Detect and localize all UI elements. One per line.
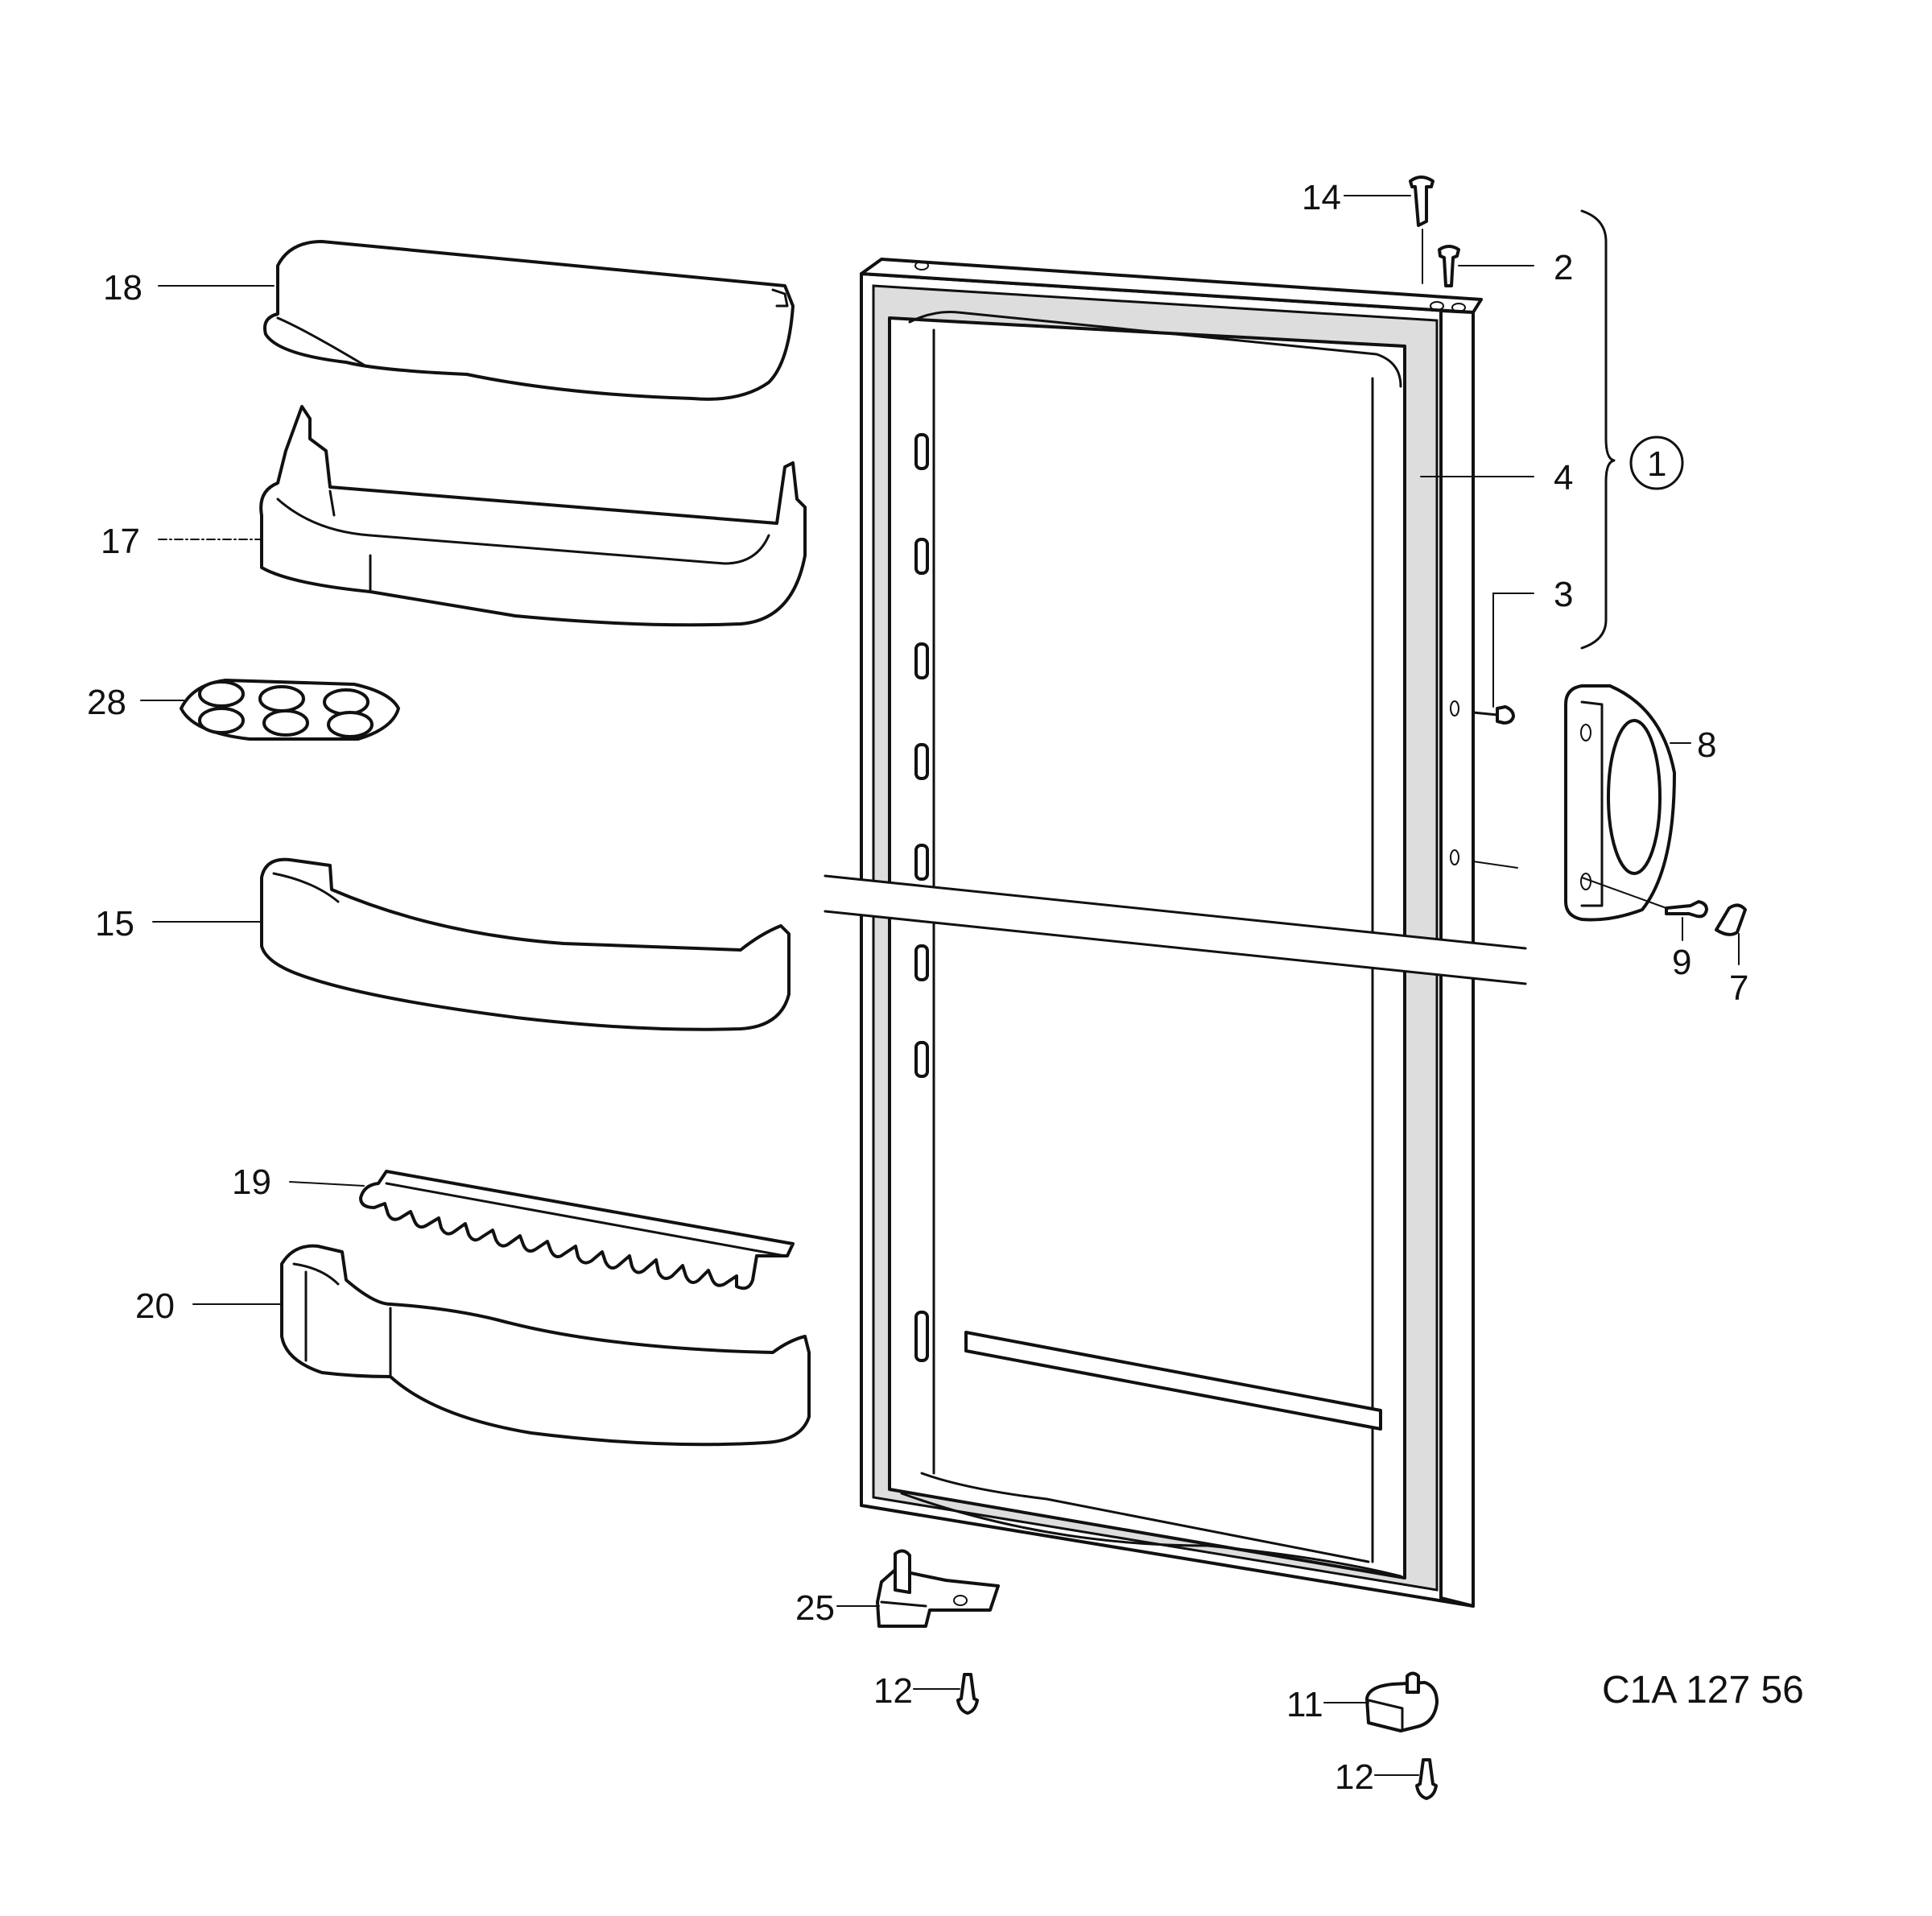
callout-20: 20 [135,1286,175,1326]
top-hole [1430,301,1444,311]
slot [914,1041,929,1078]
liner-rim-top [908,311,1402,388]
part-17-door-shelf [259,405,807,627]
leader-lines [140,195,1740,1776]
leader-8b [1581,877,1667,909]
door-inner-liner [888,316,1406,1579]
part-9-screw [1665,900,1708,919]
part-15-door-shelf [260,857,791,1031]
leader-19 [289,1181,365,1187]
part-25-lower-hinge [876,1549,1000,1628]
callout-1-circle [1629,436,1684,490]
liner-bottom-rim [920,1472,1370,1563]
side-hole [1450,849,1459,865]
callout-1: 1 [1647,444,1666,484]
part-28-egg-tray [180,679,400,741]
callout-8: 8 [1697,725,1716,765]
callout-12b: 12 [1335,1757,1374,1797]
liner-bottom-curve [900,1492,1402,1578]
part-14-hinge-pin [1409,175,1435,284]
callout-11: 11 [1286,1685,1323,1724]
door-rail [964,1331,1382,1431]
break-line-bottom [824,910,1527,985]
door-top-face [860,258,1483,314]
callout-19: 19 [232,1162,271,1202]
callout-17: 17 [101,522,140,561]
leader-3 [1492,593,1534,708]
group-bracket [1580,209,1616,650]
part-20-bottle-shelf [280,1244,811,1447]
callout-28: 28 [87,683,126,722]
part-3-screw [1472,705,1515,725]
shelf-slots [914,433,929,1362]
callout-2: 2 [1554,248,1573,287]
top-hole [1451,303,1466,312]
break-line-top [824,874,1527,950]
part-7-cap [1715,903,1747,936]
slot [914,1311,929,1362]
part-18-dairy-cover [263,240,795,401]
break-band [825,876,1525,984]
part-8-door-handle [1564,684,1676,922]
part-12-screw-b [1415,1758,1438,1800]
slot [914,743,929,780]
part-12-screw-a [956,1673,979,1715]
part-11-door-stop [1365,1671,1439,1732]
callout-18: 18 [103,268,142,308]
callout-25: 25 [795,1588,835,1628]
slot [914,642,929,679]
callout-7: 7 [1729,968,1748,1008]
top-hole [914,261,929,270]
leader-side [1472,861,1518,869]
slot [914,433,929,470]
drawing-code: C1A 127 56 [1602,1669,1804,1712]
callout-labels: 18 17 28 15 19 20 25 12 11 12 14 2 4 3 1… [87,178,1804,1797]
callout-9: 9 [1672,943,1691,982]
side-hole [1450,700,1459,716]
slot [914,538,929,575]
callout-3: 3 [1554,575,1573,614]
part-2-plug [1438,245,1460,287]
door-assembly [824,258,1527,1608]
callout-12a: 12 [873,1671,913,1711]
part-19-bottle-divider [359,1170,795,1290]
callout-15: 15 [95,904,134,944]
callout-4: 4 [1554,458,1573,498]
slot [914,844,929,881]
slot [914,944,929,981]
callout-14: 14 [1302,178,1341,217]
